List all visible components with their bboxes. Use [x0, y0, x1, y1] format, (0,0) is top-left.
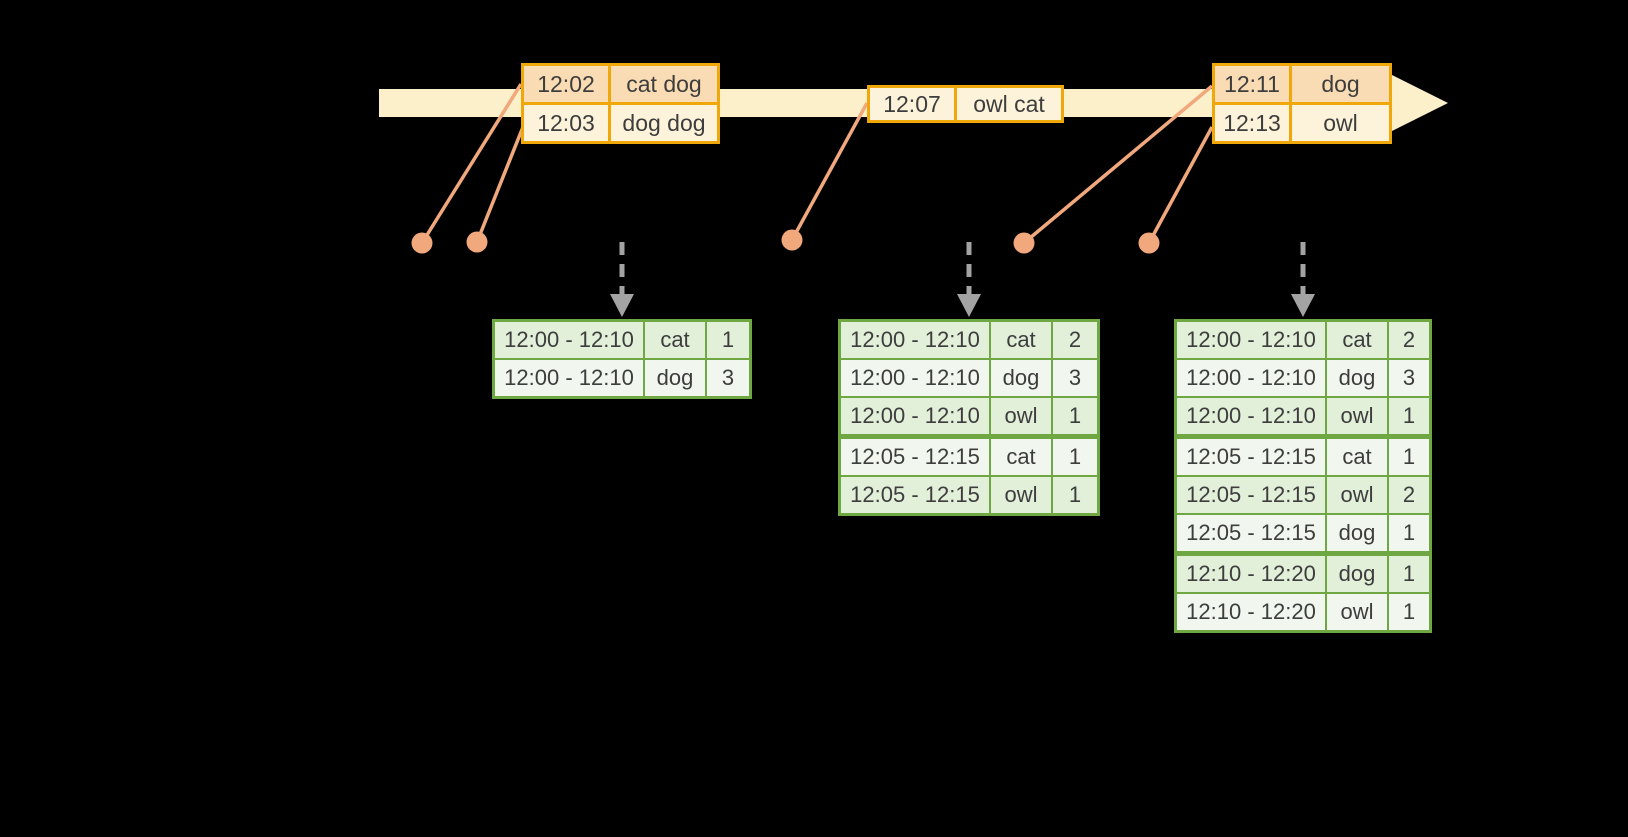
event-time-cell: 12:03	[537, 109, 595, 136]
count-cell: 1	[705, 322, 749, 358]
event-dot	[411, 232, 433, 254]
window-cell: 12:00 - 12:10	[1186, 327, 1316, 352]
count-cell: 1	[1051, 398, 1097, 434]
window-cell: 12:00 - 12:10	[504, 365, 634, 390]
count-cell: 1	[1051, 439, 1097, 475]
trigger-arrowhead-icon	[1291, 294, 1315, 317]
result-row: 12:05 - 12:15 owl 1	[841, 475, 1097, 513]
window-cell: 12:00 - 12:10	[1186, 365, 1316, 390]
count-cell: 1	[1387, 398, 1429, 434]
count-cell: 1	[1387, 515, 1429, 551]
event-dot	[466, 231, 488, 253]
event-table-1: 12:02 cat dog 12:03 dog dog	[521, 63, 720, 144]
word-cell: dog	[989, 360, 1051, 396]
event-words-cell: owl cat	[954, 88, 1061, 120]
trigger-arrowhead-icon	[957, 294, 981, 317]
connector-line	[420, 83, 523, 244]
word-cell: owl	[989, 398, 1051, 434]
word-cell: dog	[1325, 515, 1387, 551]
word-cell: owl	[1325, 398, 1387, 434]
result-row: 12:05 - 12:15 cat 1	[1177, 434, 1429, 475]
event-table-3: 12:11 dog 12:13 owl	[1212, 63, 1392, 144]
window-cell: 12:00 - 12:10	[850, 327, 980, 352]
event-row: 12:11 dog	[1215, 66, 1389, 102]
count-cell: 2	[1051, 322, 1097, 358]
event-time-cell: 12:11	[1224, 70, 1280, 97]
result-row: 12:00 - 12:10 dog 3	[495, 358, 749, 396]
window-cell: 12:10 - 12:20	[1186, 561, 1316, 586]
connector-line	[790, 102, 869, 241]
event-dot	[1013, 232, 1035, 254]
event-words-cell: dog dog	[608, 105, 717, 141]
timeline-arrowhead	[1392, 75, 1448, 131]
window-cell: 12:00 - 12:10	[504, 327, 634, 352]
result-row: 12:00 - 12:10 cat 2	[1177, 322, 1429, 358]
window-cell: 12:00 - 12:10	[1186, 403, 1316, 428]
word-cell: cat	[1325, 322, 1387, 358]
event-time-cell: 12:02	[537, 70, 595, 97]
result-row: 12:05 - 12:15 cat 1	[841, 434, 1097, 475]
result-row: 12:00 - 12:10 cat 2	[841, 322, 1097, 358]
window-cell: 12:00 - 12:10	[850, 365, 980, 390]
result-table-2: 12:00 - 12:10 cat 2 12:00 - 12:10 dog 3 …	[838, 319, 1100, 516]
trigger-arrowhead-icon	[610, 294, 634, 317]
event-row: 12:07 owl cat	[870, 88, 1061, 120]
connector-line	[1147, 126, 1214, 244]
event-row: 12:13 owl	[1215, 102, 1389, 141]
event-time-cell: 12:13	[1223, 109, 1281, 136]
word-cell: dog	[1325, 556, 1387, 592]
word-cell: cat	[643, 322, 705, 358]
event-dot	[781, 229, 803, 251]
result-row: 12:00 - 12:10 owl 1	[841, 396, 1097, 434]
count-cell: 1	[1387, 439, 1429, 475]
word-cell: owl	[989, 477, 1051, 513]
event-time-cell: 12:07	[883, 90, 941, 117]
count-cell: 2	[1387, 477, 1429, 513]
count-cell: 3	[1387, 360, 1429, 396]
result-row: 12:00 - 12:10 dog 3	[841, 358, 1097, 396]
window-cell: 12:00 - 12:10	[850, 403, 980, 428]
event-words-cell: dog	[1289, 66, 1389, 102]
count-cell: 3	[1051, 360, 1097, 396]
event-words-cell: cat dog	[608, 66, 717, 102]
event-dot	[1138, 232, 1160, 254]
result-table-1: 12:00 - 12:10 cat 1 12:00 - 12:10 dog 3	[492, 319, 752, 399]
result-row: 12:05 - 12:15 owl 2	[1177, 475, 1429, 513]
event-words-cell: owl	[1289, 105, 1389, 141]
result-row: 12:00 - 12:10 dog 3	[1177, 358, 1429, 396]
count-cell: 1	[1387, 594, 1429, 630]
window-cell: 12:05 - 12:15	[850, 482, 980, 507]
word-cell: dog	[1325, 360, 1387, 396]
count-cell: 1	[1051, 477, 1097, 513]
window-cell: 12:05 - 12:15	[1186, 444, 1316, 469]
window-cell: 12:05 - 12:15	[1186, 520, 1316, 545]
connector-line	[1022, 84, 1214, 245]
connector-line	[475, 126, 525, 243]
result-row: 12:10 - 12:20 owl 1	[1177, 592, 1429, 630]
window-cell: 12:10 - 12:20	[1186, 599, 1316, 624]
result-row: 12:10 - 12:20 dog 1	[1177, 551, 1429, 592]
word-cell: cat	[989, 439, 1051, 475]
result-row: 12:00 - 12:10 owl 1	[1177, 396, 1429, 434]
result-row: 12:05 - 12:15 dog 1	[1177, 513, 1429, 551]
window-cell: 12:05 - 12:15	[1186, 482, 1316, 507]
event-row: 12:03 dog dog	[524, 102, 717, 141]
result-row: 12:00 - 12:10 cat 1	[495, 322, 749, 358]
word-cell: owl	[1325, 594, 1387, 630]
window-cell: 12:05 - 12:15	[850, 444, 980, 469]
count-cell: 3	[705, 360, 749, 396]
result-table-3: 12:00 - 12:10 cat 2 12:00 - 12:10 dog 3 …	[1174, 319, 1432, 633]
word-cell: dog	[643, 360, 705, 396]
word-cell: cat	[1325, 439, 1387, 475]
count-cell: 1	[1387, 556, 1429, 592]
event-row: 12:02 cat dog	[524, 66, 717, 102]
event-table-2: 12:07 owl cat	[867, 85, 1064, 123]
word-cell: cat	[989, 322, 1051, 358]
word-cell: owl	[1325, 477, 1387, 513]
count-cell: 2	[1387, 322, 1429, 358]
